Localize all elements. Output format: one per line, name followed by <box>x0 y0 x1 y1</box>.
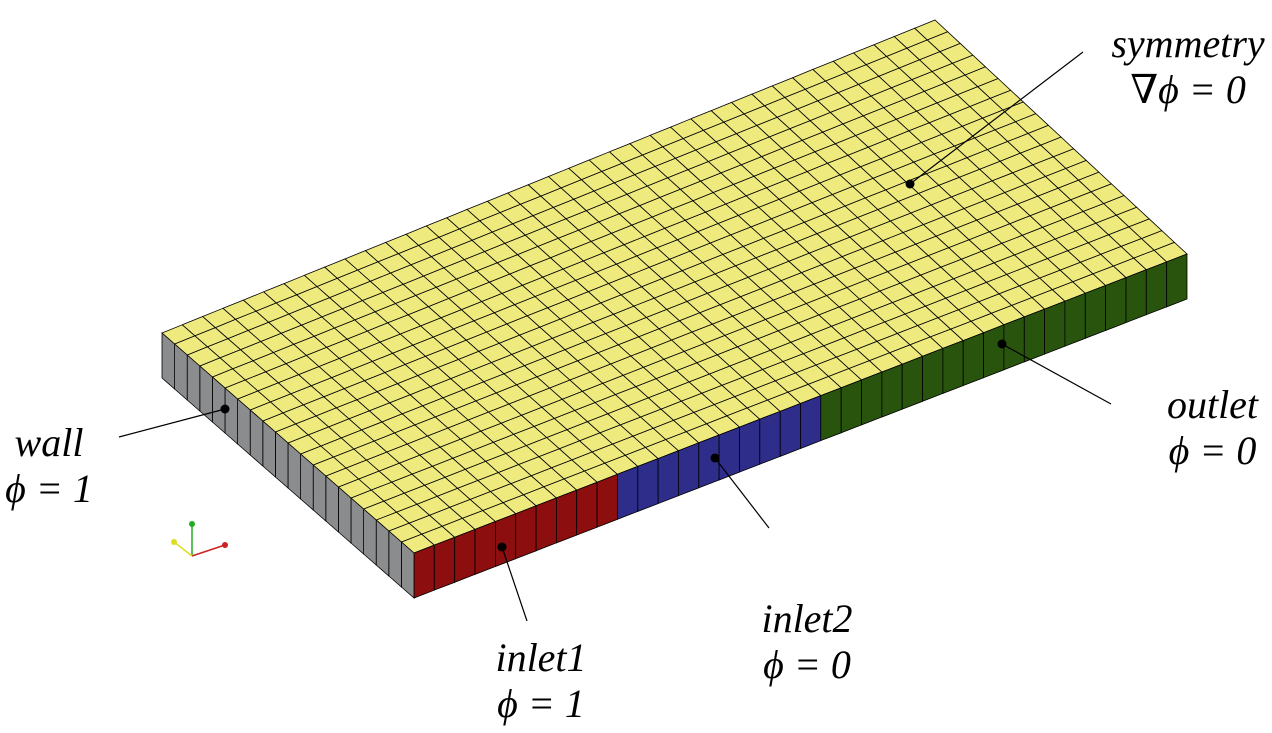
z-axis-arrow-head <box>171 539 177 545</box>
inlet2-cell <box>637 458 659 512</box>
leader-lines <box>118 51 1112 622</box>
left-face-wall <box>161 332 415 599</box>
outlet-cell <box>1166 253 1188 308</box>
inlet2-cell <box>718 426 740 481</box>
outlet-cell <box>861 371 883 426</box>
inlet1-cell <box>515 505 537 560</box>
inlet2-cell <box>779 402 801 457</box>
inlet1-cell <box>433 536 456 591</box>
outlet-cell <box>901 355 923 410</box>
outlet-cell <box>942 340 964 394</box>
outlet-cell <box>1105 277 1127 332</box>
top-face-symmetry <box>161 19 1188 554</box>
x-axis-arrow <box>191 544 226 557</box>
wall-dot <box>220 404 230 414</box>
symmetry-condition: ∇ϕ = 0 <box>1130 67 1246 112</box>
outlet-cell <box>1125 269 1147 324</box>
inlet1-cell <box>596 473 618 528</box>
z-axis-arrow <box>173 541 193 557</box>
inlet1-cell <box>474 520 496 575</box>
wall-name: wall <box>14 420 84 465</box>
outlet-cell <box>1084 284 1106 339</box>
wall-cell <box>161 332 176 390</box>
inlet2-leader <box>714 457 770 529</box>
inlet1-cell <box>413 544 435 599</box>
inlet1-cell <box>535 497 557 552</box>
inlet2-cell <box>617 465 639 520</box>
inlet2-condition: ϕ = 0 <box>763 642 851 687</box>
inlet1-name: inlet1 <box>495 635 587 680</box>
outlet-cell <box>840 379 862 434</box>
inlet2-cell <box>800 395 822 450</box>
front-face <box>413 253 1188 599</box>
outlet-cell <box>1145 261 1168 316</box>
inlet1-leader <box>501 546 528 622</box>
outlet-cell <box>1003 316 1025 371</box>
inlet2-name: inlet2 <box>761 596 853 641</box>
outlet-leader <box>1001 343 1112 405</box>
outlet-cell <box>1044 300 1066 355</box>
inlet2-cell <box>739 418 761 473</box>
outlet-cell <box>1023 308 1045 363</box>
inlet1-label: inlet1 ϕ = 1 <box>476 635 606 727</box>
outlet-cell <box>922 347 944 402</box>
symmetry-label: symmetry ∇ϕ = 0 <box>1098 21 1272 113</box>
top-cell <box>913 19 949 41</box>
outlet-cell <box>962 332 984 387</box>
inlet1-cell <box>556 489 578 544</box>
inlet2-cell <box>759 410 781 465</box>
symmetry-leader <box>909 51 1084 185</box>
outlet-dot <box>997 339 1007 349</box>
wall-leader <box>118 408 226 438</box>
outlet-name: outlet <box>1166 382 1259 427</box>
outlet-cell <box>881 363 903 418</box>
outlet-cell <box>983 324 1005 379</box>
inlet1-cell <box>454 528 476 583</box>
x-axis-arrow-head <box>222 542 228 548</box>
inlet1-condition: ϕ = 1 <box>497 681 585 726</box>
axes-triad-icon <box>171 521 228 557</box>
outlet-cell <box>1064 292 1086 347</box>
inlet2-label: inlet2 ϕ = 0 <box>742 596 872 688</box>
y-axis-arrow-head <box>189 521 195 527</box>
inlet2-cell <box>657 450 679 505</box>
outlet-condition: ϕ = 0 <box>1168 428 1257 473</box>
wall-label: wall ϕ = 1 <box>0 420 104 512</box>
symmetry-dot <box>905 179 915 189</box>
inlet2-dot <box>710 453 720 463</box>
inlet1-cell <box>576 481 598 536</box>
outlet-cell <box>820 387 842 442</box>
symmetry-name: symmetry <box>1111 21 1265 66</box>
inlet1-dot <box>497 542 507 552</box>
outlet-label: outlet ϕ = 0 <box>1155 382 1270 474</box>
wall-condition: ϕ = 1 <box>5 466 93 511</box>
inlet2-cell <box>678 442 700 497</box>
